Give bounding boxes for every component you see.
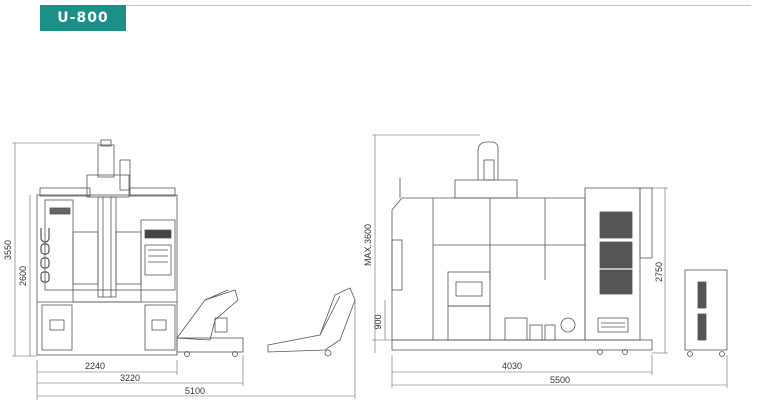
- conveyor-detached: [267, 287, 356, 353]
- dim-width-2240: 2240: [85, 361, 105, 371]
- dim-width-4030: 4030: [502, 361, 522, 371]
- side-view: [372, 134, 728, 388]
- front-cabinet-left-label: [49, 319, 65, 331]
- side-lower-window-inner: [455, 281, 483, 297]
- front-left-panel: [44, 199, 74, 291]
- front-conveyor-motor: [214, 317, 228, 333]
- side-vent-middle: [599, 241, 633, 269]
- front-conveyor-base: [176, 337, 244, 353]
- dim-width-5500: 5500: [550, 375, 570, 385]
- side-electric-vent-top: [697, 281, 707, 309]
- side-door-handle: [391, 239, 403, 291]
- side-spindle: [483, 159, 495, 181]
- front-control-screen: [144, 244, 172, 276]
- front-cabinet-left: [41, 304, 73, 351]
- front-top-cap-left: [39, 187, 91, 197]
- side-control-box: [597, 317, 629, 333]
- front-window-left: [72, 231, 99, 285]
- side-coolant-unit-2: [544, 324, 556, 341]
- front-side-lettering: [40, 228, 50, 283]
- front-spindle-upper: [97, 144, 115, 178]
- front-spindle-cap: [100, 139, 112, 147]
- front-logo-plate: [49, 207, 71, 215]
- side-filter: [560, 317, 576, 333]
- side-head-housing: [454, 179, 518, 199]
- side-lower-window: [447, 271, 491, 307]
- front-cabinet-right-label: [151, 319, 167, 331]
- side-dimension-lines: [372, 134, 728, 388]
- front-column-rail: [119, 159, 131, 191]
- front-view: [12, 139, 356, 400]
- dim-height-2750: 2750: [654, 262, 664, 282]
- front-top-cap-right: [129, 187, 176, 197]
- dim-height-900: 900: [373, 314, 383, 329]
- dim-width-5100: 5100: [185, 386, 205, 396]
- side-spindle-pipe: [477, 141, 499, 180]
- front-center-ram: [97, 196, 117, 298]
- side-vent-top: [599, 211, 633, 239]
- side-vent-bottom: [599, 269, 633, 295]
- side-main-enclosure: [391, 197, 586, 341]
- model-badge: U-800: [40, 5, 126, 31]
- front-cabinet-right: [144, 304, 176, 351]
- dim-width-3220: 3220: [120, 373, 140, 383]
- front-window-right: [115, 231, 142, 285]
- side-base: [391, 339, 653, 351]
- dim-height-column: 2600: [18, 266, 28, 286]
- front-column-head: [86, 174, 130, 198]
- front-control-panel: [140, 219, 176, 291]
- dim-height-total: 3550: [3, 240, 13, 260]
- header-rule: [126, 5, 751, 6]
- front-main-body: [36, 194, 178, 356]
- side-lower-cabinet: [447, 305, 491, 341]
- front-table: [72, 289, 142, 303]
- front-control-nameplate: [144, 229, 172, 239]
- side-coolant-unit-1: [529, 324, 543, 341]
- front-chip-conveyor: [176, 289, 239, 341]
- side-electric-vent-bottom: [697, 313, 707, 341]
- side-electric-cabinet: [684, 269, 728, 351]
- front-dimension-lines: [12, 142, 356, 400]
- dim-height-max: MAX.3600: [363, 224, 373, 266]
- side-coolant-pump: [504, 317, 528, 341]
- side-cabinet-duct: [639, 187, 653, 259]
